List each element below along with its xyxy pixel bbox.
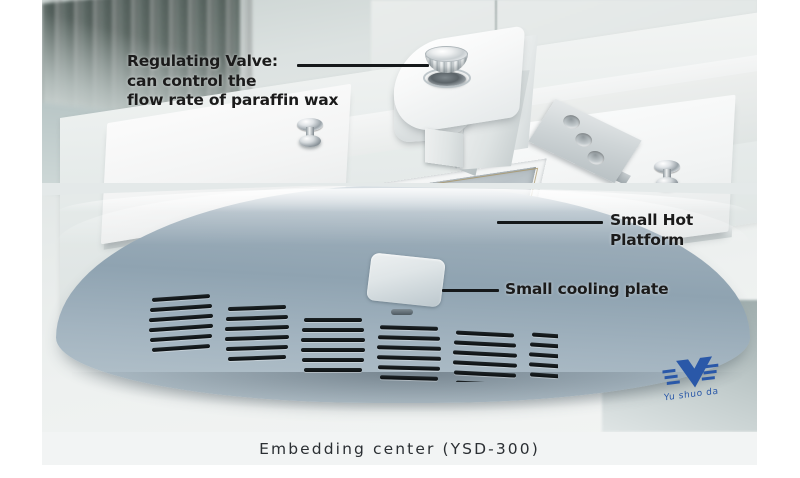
vent-slot	[532, 332, 558, 340]
vent-slot	[528, 362, 558, 370]
small-cooling-plate[interactable]	[366, 252, 446, 308]
vent-slot	[452, 350, 518, 358]
vent-slot	[376, 345, 442, 351]
brand-logo: Yu shuo da	[644, 351, 738, 420]
metal-bar-hole-icon	[584, 148, 608, 168]
vent-slot	[228, 304, 286, 312]
leader-line-small-hot-platform	[497, 221, 603, 224]
vent-slot	[454, 340, 516, 348]
knob-base-icon	[299, 135, 321, 147]
vent-slot	[226, 344, 288, 352]
vent-slot	[302, 358, 364, 362]
vent-slot	[530, 342, 558, 350]
vent-slot	[378, 365, 440, 371]
leader-line-regulating-valve	[297, 64, 429, 67]
knob-stem-icon	[306, 127, 314, 138]
vent-slot	[452, 360, 518, 368]
yushuoda-v-mark-icon	[662, 354, 719, 395]
vent-slot-group	[376, 325, 442, 381]
vent-slot	[224, 334, 290, 342]
vent-slot	[380, 375, 438, 381]
vent-latch-tab-icon	[391, 309, 413, 315]
leader-line-small-cooling-plate	[442, 289, 499, 292]
vent-slot	[528, 352, 558, 360]
vent-slot	[150, 303, 212, 313]
vent-slot	[148, 313, 214, 323]
vent-slot	[148, 323, 214, 333]
vent-slot	[530, 372, 558, 380]
vent-slot	[304, 368, 362, 372]
vent-slot	[152, 343, 210, 353]
vent-slot	[152, 293, 210, 303]
vent-slot-group	[452, 330, 518, 382]
vent-slot	[456, 330, 514, 338]
vent-slot	[376, 355, 442, 361]
vent-slot-group	[528, 332, 558, 380]
regulating-valve-knob[interactable]	[425, 46, 468, 78]
left-lid-knob-handle[interactable]	[297, 118, 323, 150]
annotation-regulating-valve: Regulating Valve: can control the flow r…	[127, 52, 339, 110]
vent-slot	[228, 354, 286, 362]
vent-slot-group	[148, 293, 214, 353]
valve-knob-top	[425, 46, 468, 62]
vent-slot	[300, 338, 366, 342]
caption-band	[42, 432, 757, 465]
vent-slot	[304, 318, 362, 322]
vent-slot	[226, 314, 288, 322]
vent-slot-group	[224, 304, 290, 362]
metal-bar-hole-icon	[572, 130, 595, 150]
annotation-small-cooling-plate: Small cooling plate	[505, 280, 669, 298]
vent-slot	[150, 333, 212, 343]
ventilation-grille	[138, 290, 558, 382]
metal-bar-hole-icon	[560, 112, 583, 132]
vent-slot	[380, 325, 438, 331]
caption-label: Embedding center (YSD-300)	[259, 439, 540, 458]
knob-cap-icon	[297, 118, 323, 131]
vent-slot	[302, 328, 364, 332]
annotation-small-hot-platform: Small Hot Platform	[610, 211, 694, 249]
knob-stem-icon	[663, 169, 671, 180]
paraffin-nozzle	[425, 128, 463, 168]
vent-slot	[378, 335, 440, 341]
vent-slot	[454, 370, 516, 378]
vent-slot	[300, 348, 366, 352]
vent-slot	[224, 324, 290, 332]
product-photo: Yu shuo da Regulating Valve: can control…	[42, 0, 757, 432]
knob-cap-icon	[654, 160, 680, 173]
vent-slot	[456, 380, 514, 382]
